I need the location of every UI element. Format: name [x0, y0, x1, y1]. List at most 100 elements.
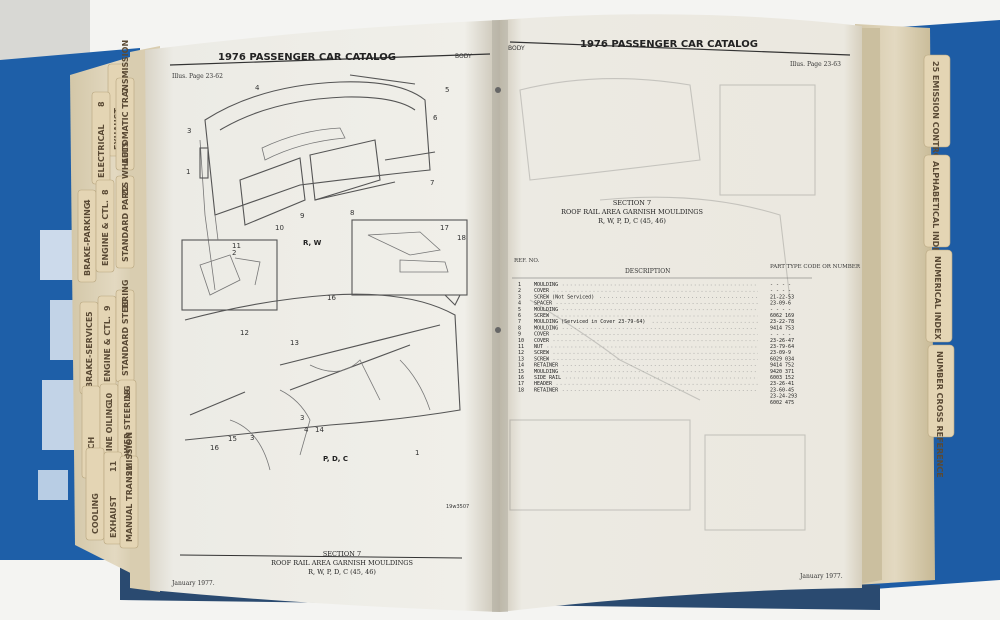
- row-part-number: 9420 371: [770, 369, 794, 375]
- left-tab-label: ENGINE OILING: [105, 402, 114, 470]
- callout-number: 3: [300, 414, 304, 422]
- parts-table-header: REF. NO. DESCRIPTION PART TYPE CODE OR N…: [512, 258, 861, 279]
- roof-rail-drawing-upper: R, W: [199, 74, 436, 291]
- row-part-number: 23-26-47: [770, 338, 794, 344]
- roof-rail-drawing-lower: P, D, C: [184, 293, 461, 471]
- row-description: MOULDING: [534, 282, 558, 288]
- callout-number: 2: [232, 249, 236, 257]
- row-description: HEADER: [534, 381, 553, 387]
- left-tab-number: 8: [97, 101, 106, 107]
- row-part-number: 9414 753: [770, 325, 794, 331]
- callout-number: 14: [315, 426, 324, 434]
- row-ref: 1: [518, 282, 521, 288]
- table-row: 6002 475: [770, 400, 794, 406]
- left-tab-number: 5: [85, 311, 94, 317]
- view-label-pdc: P, D, C: [323, 455, 348, 463]
- callout-number: 4: [255, 84, 260, 92]
- callout-number: 4: [304, 426, 309, 434]
- left-tab-number: 7: [121, 87, 130, 93]
- right-illus-page: Illus. Page 23-63: [790, 61, 841, 68]
- row-ref: 7: [518, 319, 521, 325]
- left-tab-number: 8: [101, 189, 110, 195]
- right-tab-label: ALPHABETICAL INDEX: [931, 161, 940, 260]
- left-section-models: R, W, P, D, C (45, 46): [308, 568, 376, 576]
- callout-number: 11: [232, 242, 241, 250]
- left-page-header: 1976 PASSENGER CAR CATALOG BODY Illus. P…: [169, 52, 491, 80]
- left-tab-label: ELECTRICAL: [97, 124, 106, 178]
- callout-number: 15: [228, 435, 237, 443]
- row-ref: 5: [518, 307, 521, 313]
- left-header-section: BODY: [455, 53, 472, 60]
- row-part-number: 23-79-64: [770, 344, 794, 350]
- right-section-title: SECTION 7: [613, 199, 651, 207]
- left-tab[interactable]: ENGINE & CTL.8: [95, 179, 115, 273]
- right-tab[interactable]: NUMBER CROSS REFERENCE: [927, 344, 955, 478]
- left-tab-label: ENGINE & CTL.: [103, 316, 112, 382]
- row-description: MOULDING: [534, 325, 558, 331]
- row-description: SCREW (Not Serviced): [534, 294, 594, 300]
- col-part-header: PART TYPE CODE OR NUMBER: [770, 264, 861, 270]
- callout-number: 10: [275, 224, 284, 232]
- row-description: MOULDING (Serviced in Cover 23-79-64): [534, 319, 645, 325]
- right-page: [500, 14, 862, 613]
- figure-number: 19w3507: [446, 504, 469, 510]
- row-ref: 13: [518, 356, 524, 362]
- background-wall: [0, 0, 90, 60]
- row-part-number: 23-60-45: [770, 387, 794, 393]
- row-ref: 18: [518, 387, 524, 393]
- row-part-number: 9414 752: [770, 363, 794, 369]
- row-ref: 8: [518, 325, 521, 331]
- right-tab[interactable]: ALPHABETICAL INDEX: [923, 154, 951, 260]
- left-section-caption: SECTION 7 ROOF RAIL AREA GARNISH MOULDIN…: [171, 550, 463, 587]
- left-tab-label: STANDARD PARTS WHEELS: [121, 141, 130, 262]
- row-description: SCREW: [534, 313, 550, 319]
- right-header-title: 1976 PASSENGER CAR CATALOG: [580, 39, 758, 50]
- right-tab-label: 25 EMISSION CONTROLS: [931, 61, 940, 171]
- left-tab-set: EXHAUSTELECTRICAL8AUTOMATIC TRANSMISSION…: [77, 40, 139, 549]
- callout-number: 5: [445, 86, 449, 94]
- left-tab-label: STANDARD STEERING: [121, 280, 130, 376]
- row-part-number: 23-09-9: [770, 350, 791, 356]
- row-part-number: - - - -: [770, 288, 791, 294]
- row-ref: 14: [518, 363, 524, 369]
- callout-number: 16: [210, 444, 219, 452]
- left-illus-page: Illus. Page 23-62: [172, 73, 223, 80]
- row-description: SPACER: [534, 301, 553, 307]
- left-tab[interactable]: ENGINE & CTL.9: [97, 295, 117, 389]
- right-page-header: BODY 1976 PASSENGER CAR CATALOG Illus. P…: [508, 39, 851, 68]
- row-part-number: 23-26-41: [770, 381, 794, 387]
- row-description: MOULDING: [534, 307, 558, 313]
- callout-number: 1: [415, 449, 419, 457]
- left-tab-number: 19: [123, 388, 132, 400]
- left-footer-date: January 1977.: [171, 580, 215, 587]
- row-description: SIDE RAIL: [534, 375, 561, 381]
- row-part-number: 6002 475: [770, 400, 794, 406]
- right-tab[interactable]: 25 EMISSION CONTROLS: [923, 54, 951, 171]
- right-section-heading: SECTION 7 ROOF RAIL AREA GARNISH MOULDIN…: [561, 199, 703, 225]
- left-tab[interactable]: ELECTRICAL 8: [91, 91, 111, 185]
- right-tab[interactable]: NUMERICAL INDEX: [925, 249, 953, 343]
- callout-number: 16: [327, 294, 336, 302]
- row-description: RETAINER: [534, 363, 559, 369]
- left-tab[interactable]: COOLING: [85, 447, 105, 541]
- left-page: [145, 20, 500, 612]
